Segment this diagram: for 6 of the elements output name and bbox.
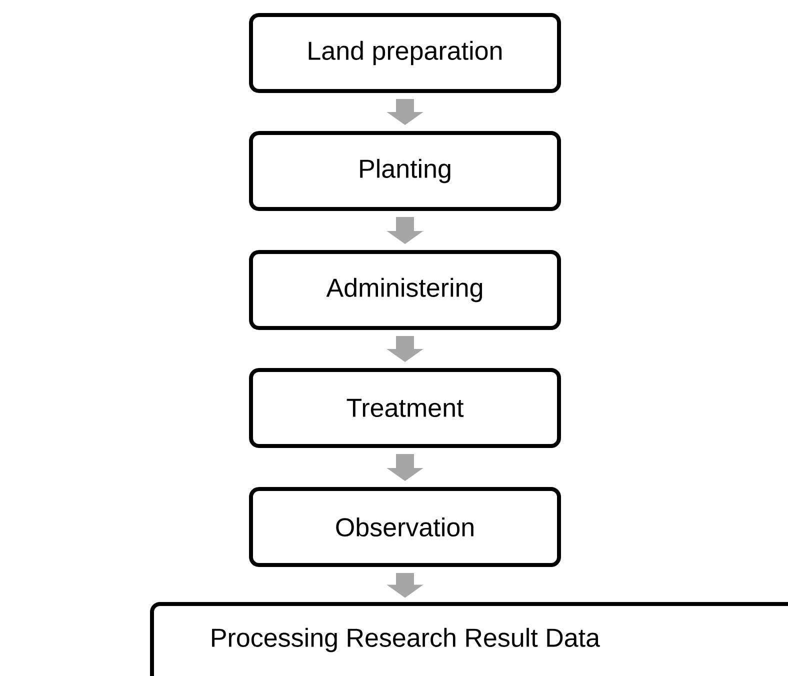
- process-box: Observation: [249, 487, 561, 567]
- process-box: Land preparation: [249, 13, 561, 93]
- process-box: Treatment: [249, 368, 561, 448]
- process-box: Processing Research Result Data: [150, 602, 788, 676]
- process-box: Administering: [249, 250, 561, 330]
- process-box: Planting: [249, 131, 561, 211]
